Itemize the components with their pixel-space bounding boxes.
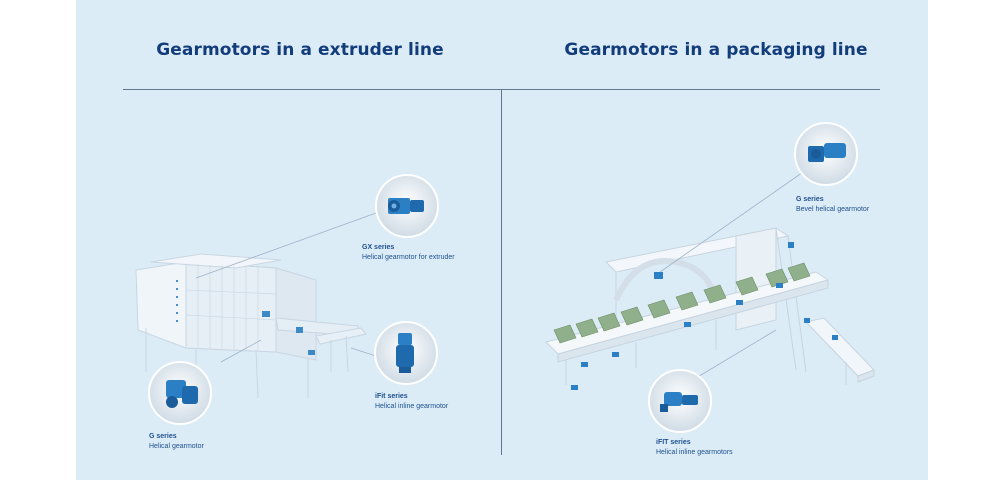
ifit-left-label: iFit series Helical inline gearmotor [375, 392, 448, 412]
ifit-right-label: iFIT series Helical inline gearmotors [656, 438, 733, 458]
bevel-gearmotor-icon [808, 143, 846, 162]
callout-lines-right [659, 169, 807, 379]
extruder-line-heading: Gearmotors in a extruder line [156, 40, 444, 60]
ifit-left-bubble [374, 321, 438, 385]
g-right-desc: Bevel helical gearmotor [796, 206, 870, 213]
gearmotor-icon [166, 380, 198, 408]
g-right-label: G series Bevel helical gearmotor [796, 195, 869, 215]
g-left-desc: Helical gearmotor [149, 443, 204, 450]
extruder-machine [135, 253, 367, 399]
diagram-panel: Gearmotors in a extruder line Gearmotors… [76, 0, 928, 480]
gear-motor-icon [388, 198, 424, 214]
gx-series-label: GX series Helical gearmotor for extruder [362, 243, 455, 263]
gx-series-name: GX series [362, 244, 395, 251]
product-packs [553, 262, 811, 344]
packaging-line-heading: Gearmotors in a packaging line [564, 40, 868, 60]
ifit-right-bubble [648, 369, 712, 433]
ifit-right-desc: Helical inline gearmotors [656, 449, 733, 456]
callout-lines-left [195, 212, 377, 363]
ifit-right-name: iFIT series [656, 439, 691, 446]
vertical-divider [501, 89, 502, 455]
g-left-label: G series Helical gearmotor [149, 432, 204, 452]
inline-gearmotor-icon [660, 392, 698, 412]
gx-series-bubble [375, 174, 439, 238]
gx-series-desc: Helical gearmotor for extruder [362, 254, 455, 261]
inline-gearmotor-icon [396, 333, 414, 373]
g-left-name: G series [149, 433, 177, 440]
machine-illustration [135, 122, 875, 433]
packaging-machine [545, 227, 875, 385]
g-right-name: G series [796, 196, 824, 203]
ifit-left-name: iFit series [375, 393, 408, 400]
g-series-right-bubble [794, 122, 858, 186]
packaging-motors [571, 242, 838, 390]
g-series-left-bubble [148, 361, 212, 425]
ifit-left-desc: Helical inline gearmotor [375, 403, 449, 410]
